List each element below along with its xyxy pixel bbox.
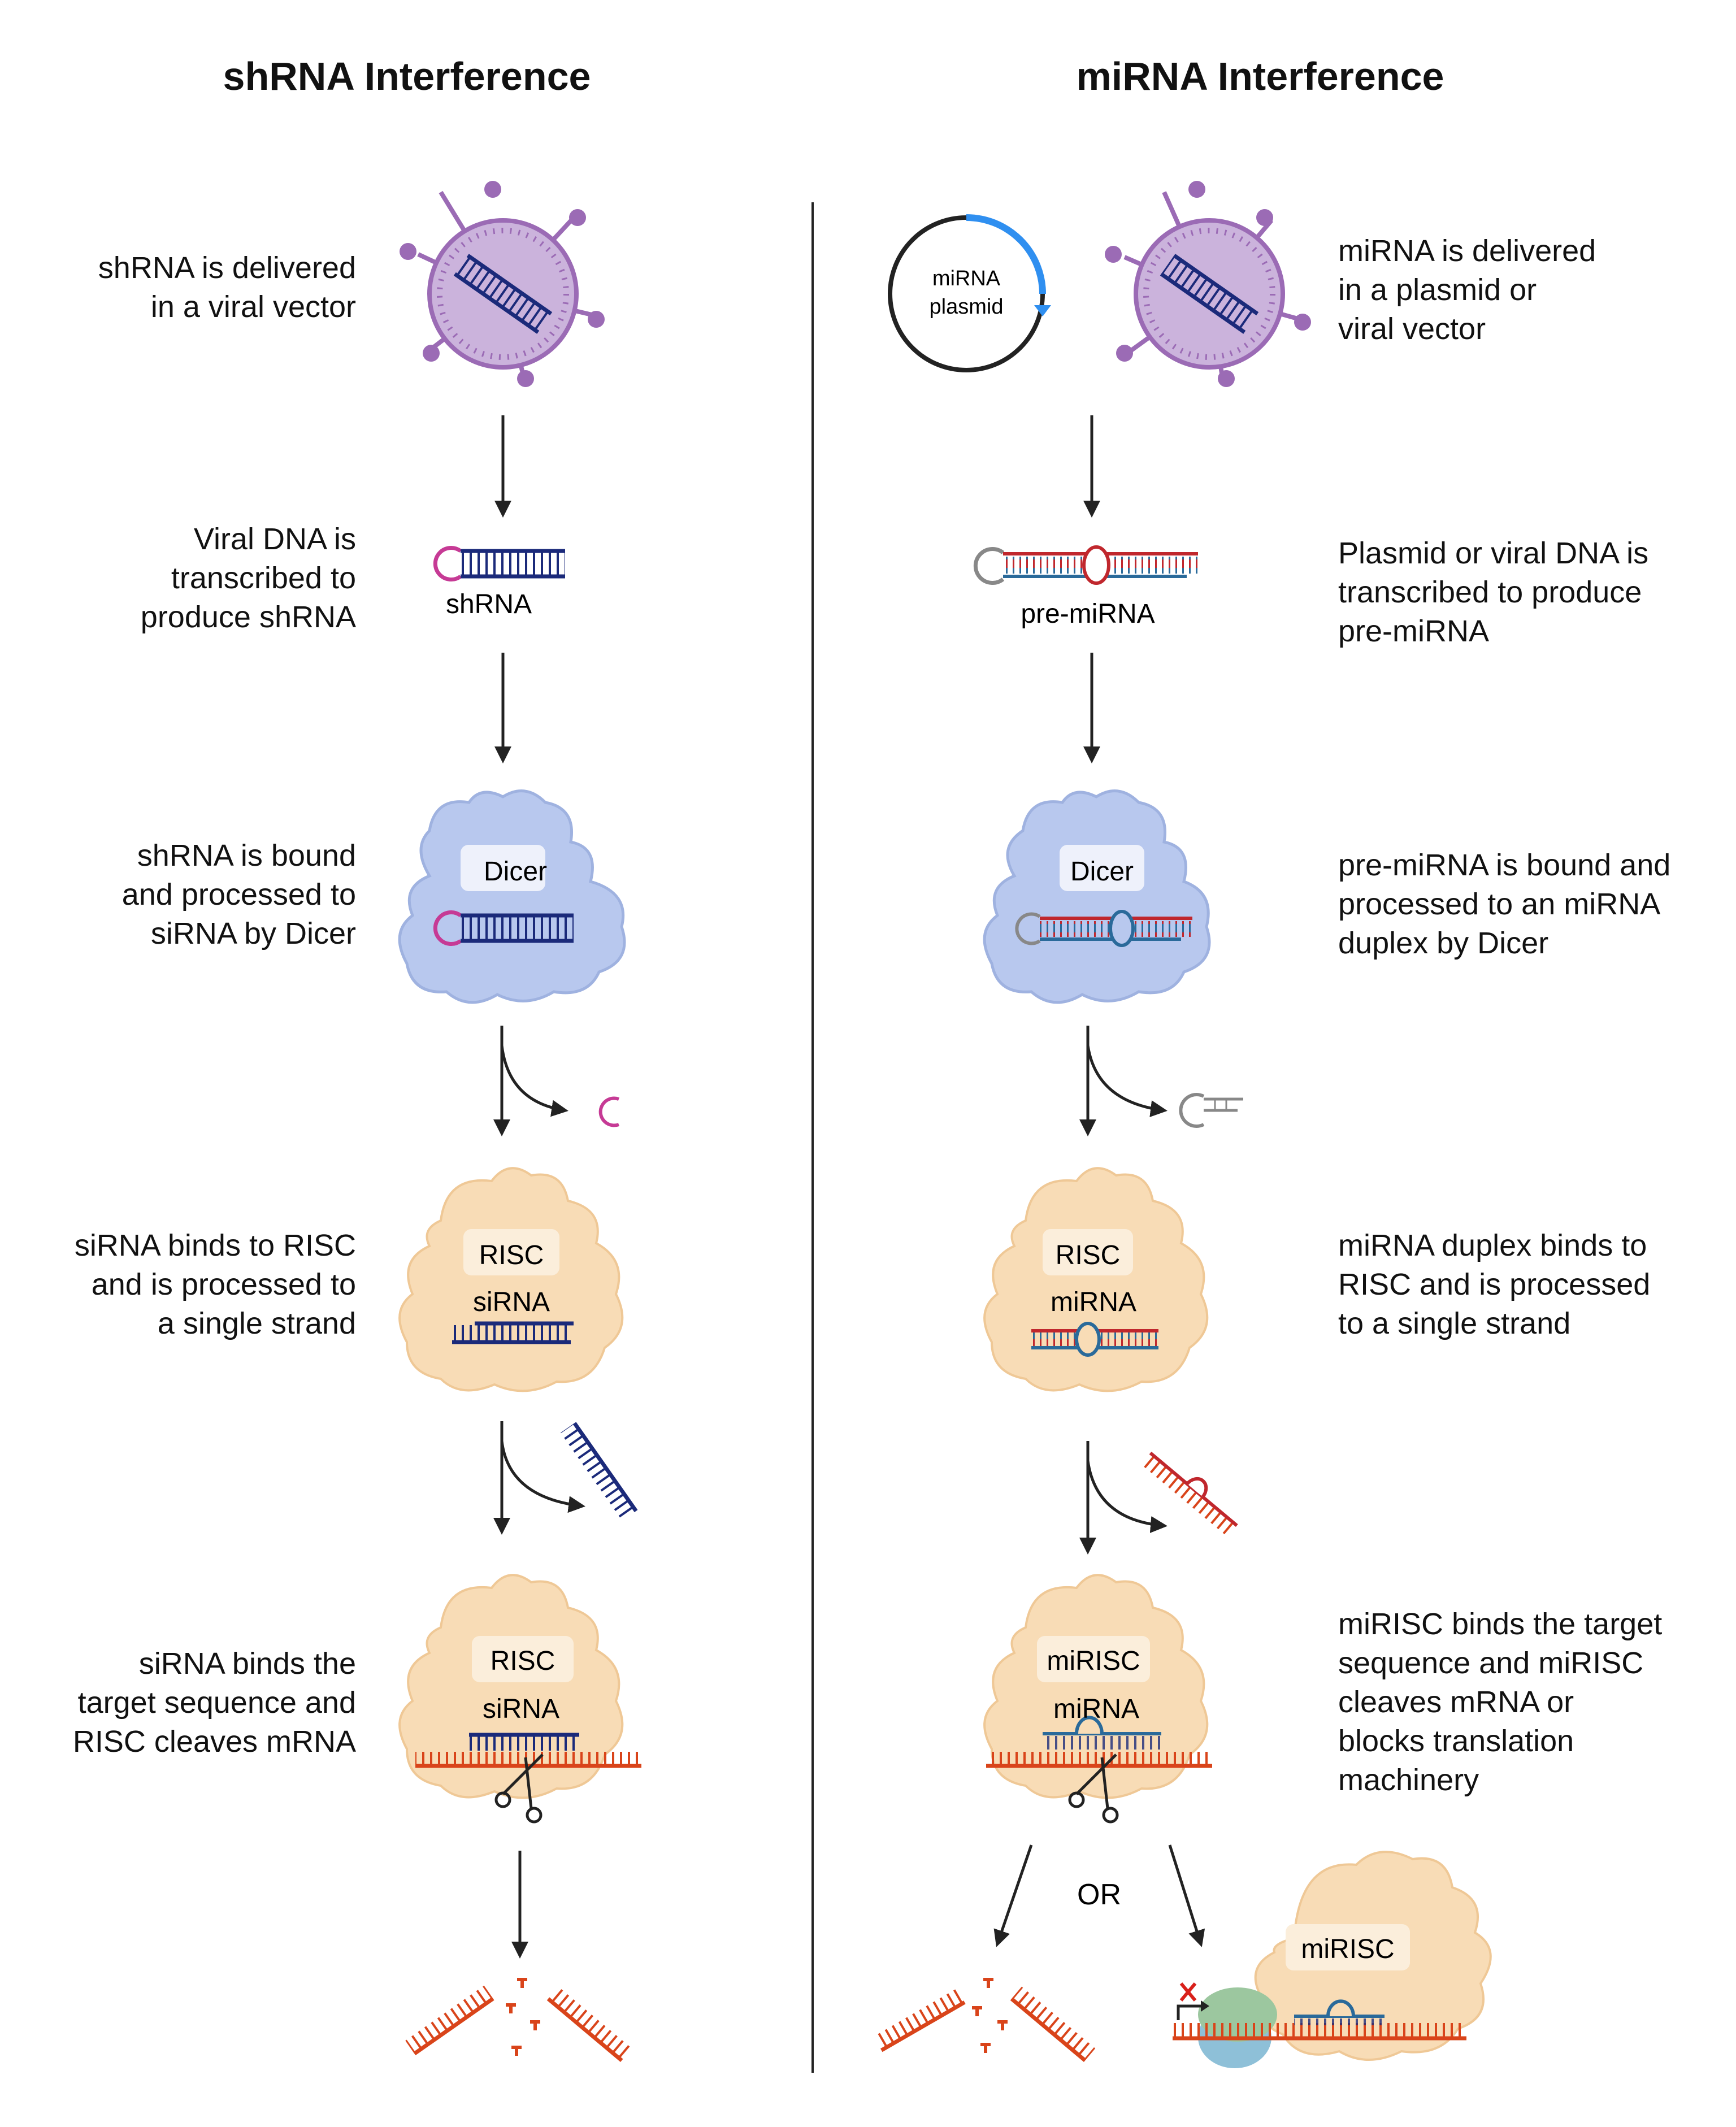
mirisc-mrna-cleavage-icon [983,1574,1212,1824]
viral-vector-icon [400,181,605,387]
left-step-3: shRNA is bound and processed to siRNA by… [121,839,356,950]
dicer-enzyme-icon [398,789,626,1004]
right-step-1: miRNA is delivered in a plasmid or viral… [1338,234,1596,346]
dicer-enzyme-icon-right [983,789,1211,1004]
pre-mirna-icon [973,545,1198,585]
plasmid-label-1: miRNA [932,267,1001,290]
mirna-label-right-2: miRNA [1053,1694,1139,1724]
left-title: shRNA Interference [223,54,591,98]
right-step-3: pre-miRNA is bound and processed to an m… [1338,848,1671,960]
risc-complex-icon-right [983,1167,1209,1392]
right-step-2: Plasmid or viral DNA is transcribed to p… [1338,536,1649,648]
left-step-4: siRNA binds to RISC and is processed to … [74,1229,356,1340]
mirisc-label-2: miRISC [1301,1934,1394,1964]
translation-block-icon [1173,1851,1492,2068]
left-step-2: Viral DNA is transcribed to produce shRN… [140,522,356,634]
left-step-1: shRNA is delivered in a viral vector [98,251,356,324]
right-title: miRNA Interference [1076,54,1444,98]
risc-label-right: RISC [1056,1240,1121,1270]
block-x-icon [1179,1982,1197,2002]
viral-vector-icon-right [1105,181,1311,387]
shrna-label: shRNA [446,589,532,619]
right-step-5: miRISC binds the target sequence and miR… [1338,1607,1663,1797]
plasmid-icon [888,214,1051,372]
risc-label-left-2: RISC [491,1646,555,1676]
risc-mrna-cleavage-icon-left [398,1574,641,1824]
cleaved-mrna-fragments-left [405,1978,632,2062]
cleaved-mrna-fragments-right [873,1978,1096,2062]
release-arrow-right-1 [1079,1026,1243,1136]
risc-label-left: RISC [479,1240,544,1270]
plasmid-label-2: plasmid [930,295,1004,319]
right-step-4: miRNA duplex binds to RISC and is proces… [1338,1229,1651,1340]
or-label: OR [1077,1878,1121,1911]
column-divider [811,202,814,2073]
release-arrow-left-2 [493,1421,638,1535]
scissors-icon-right [1068,1753,1119,1824]
shrna-icon [433,546,565,581]
dicer-label-left: Dicer [484,857,547,887]
risc-complex-icon-left [398,1167,624,1392]
scissors-icon-left [494,1753,544,1824]
sirna-label-left-2: siRNA [483,1694,559,1724]
release-arrow-left-1 [493,1026,620,1136]
sirna-label-left-1: siRNA [473,1287,550,1317]
mirisc-label-1: miRISC [1047,1646,1140,1676]
mirna-label-right-1: miRNA [1051,1287,1136,1317]
arrow-branch-block [1168,1844,1205,1947]
pre-mirna-label: pre-miRNA [1021,599,1155,629]
left-step-5: siRNA binds the target sequence and RISC… [72,1647,356,1759]
release-arrow-right-2 [1079,1441,1238,1555]
dicer-label-right: Dicer [1070,857,1134,887]
arrow-branch-cleave [993,1844,1033,1947]
